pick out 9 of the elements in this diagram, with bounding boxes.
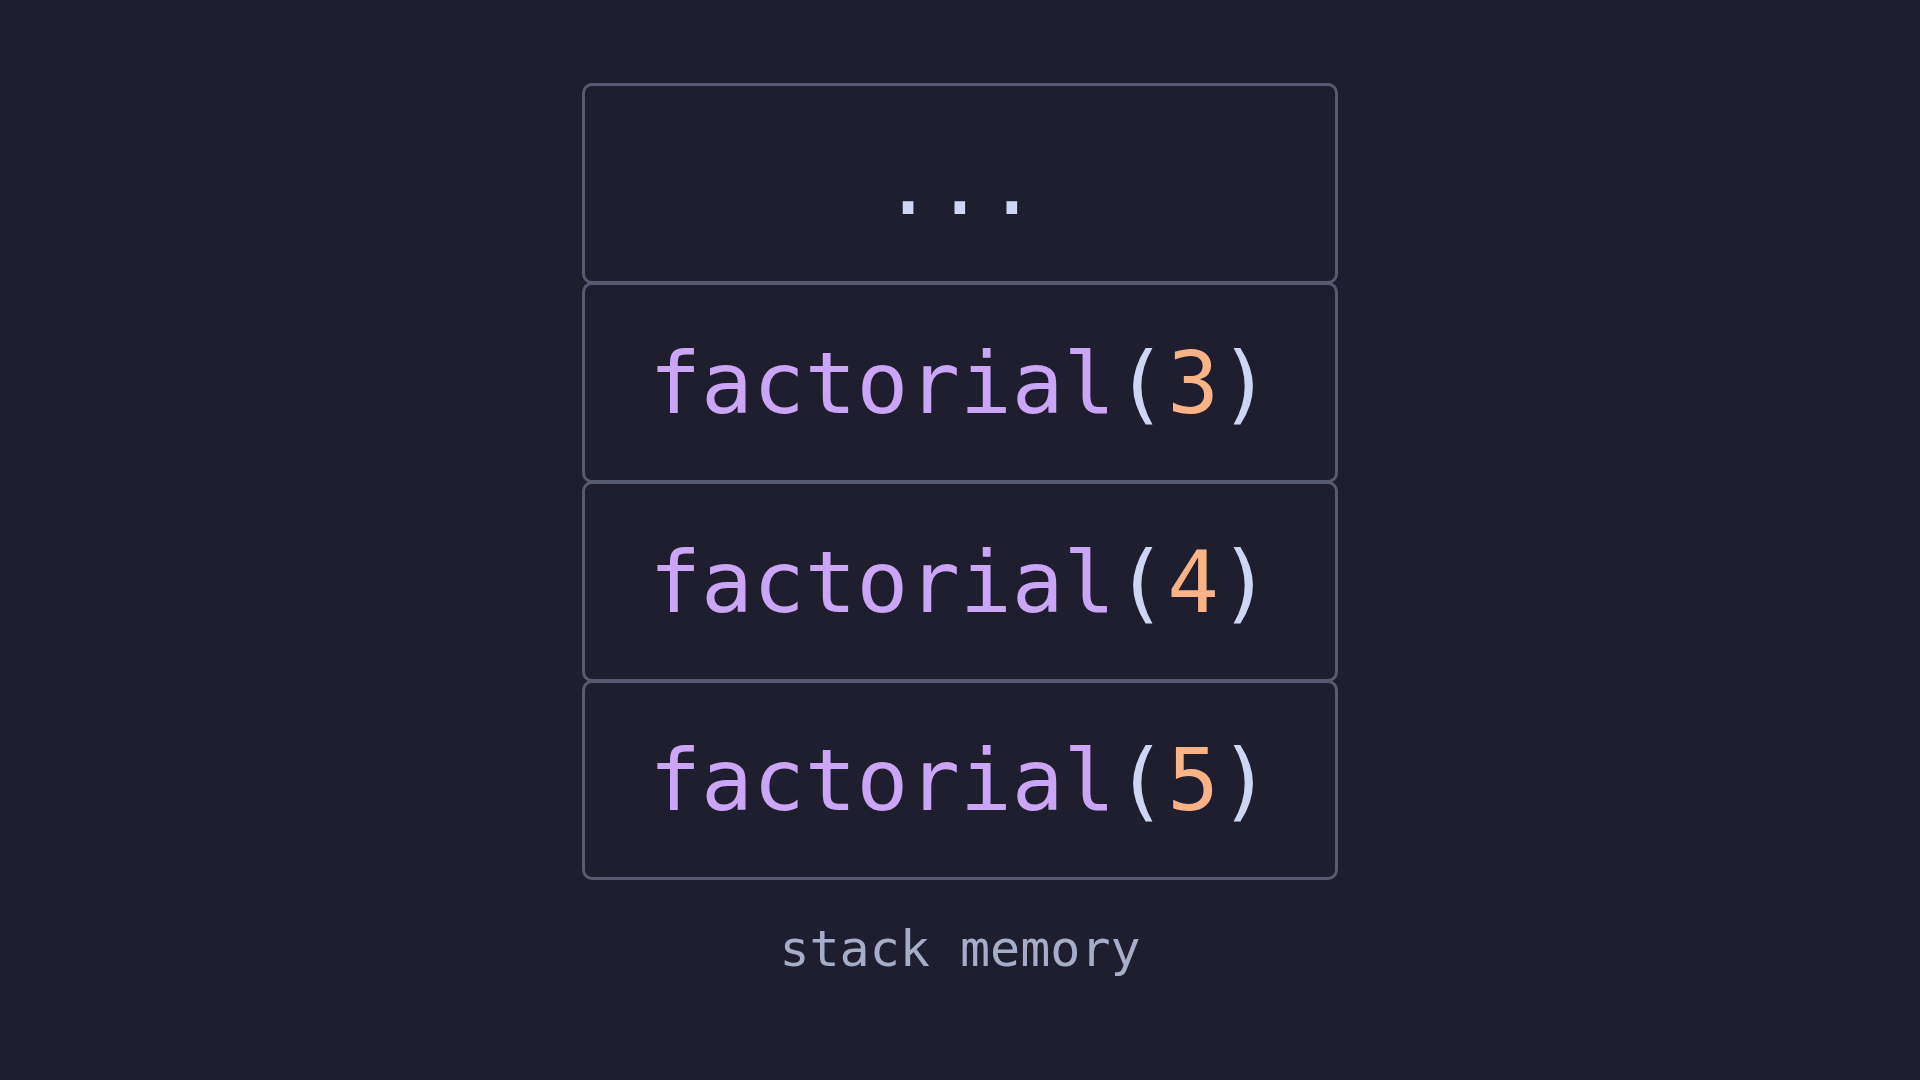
- caption-label: stack memory: [779, 920, 1141, 978]
- code-text: factorial(5): [649, 737, 1271, 823]
- code-text: ...: [882, 140, 1038, 227]
- stack-frame-box: [582, 680, 1338, 880]
- stack-frame-box: [582, 83, 1338, 284]
- code-text: factorial(4): [649, 538, 1271, 625]
- code-text: factorial(3): [649, 339, 1271, 426]
- stack-frame-box: [582, 282, 1338, 483]
- stack-frame-box: [582, 481, 1338, 682]
